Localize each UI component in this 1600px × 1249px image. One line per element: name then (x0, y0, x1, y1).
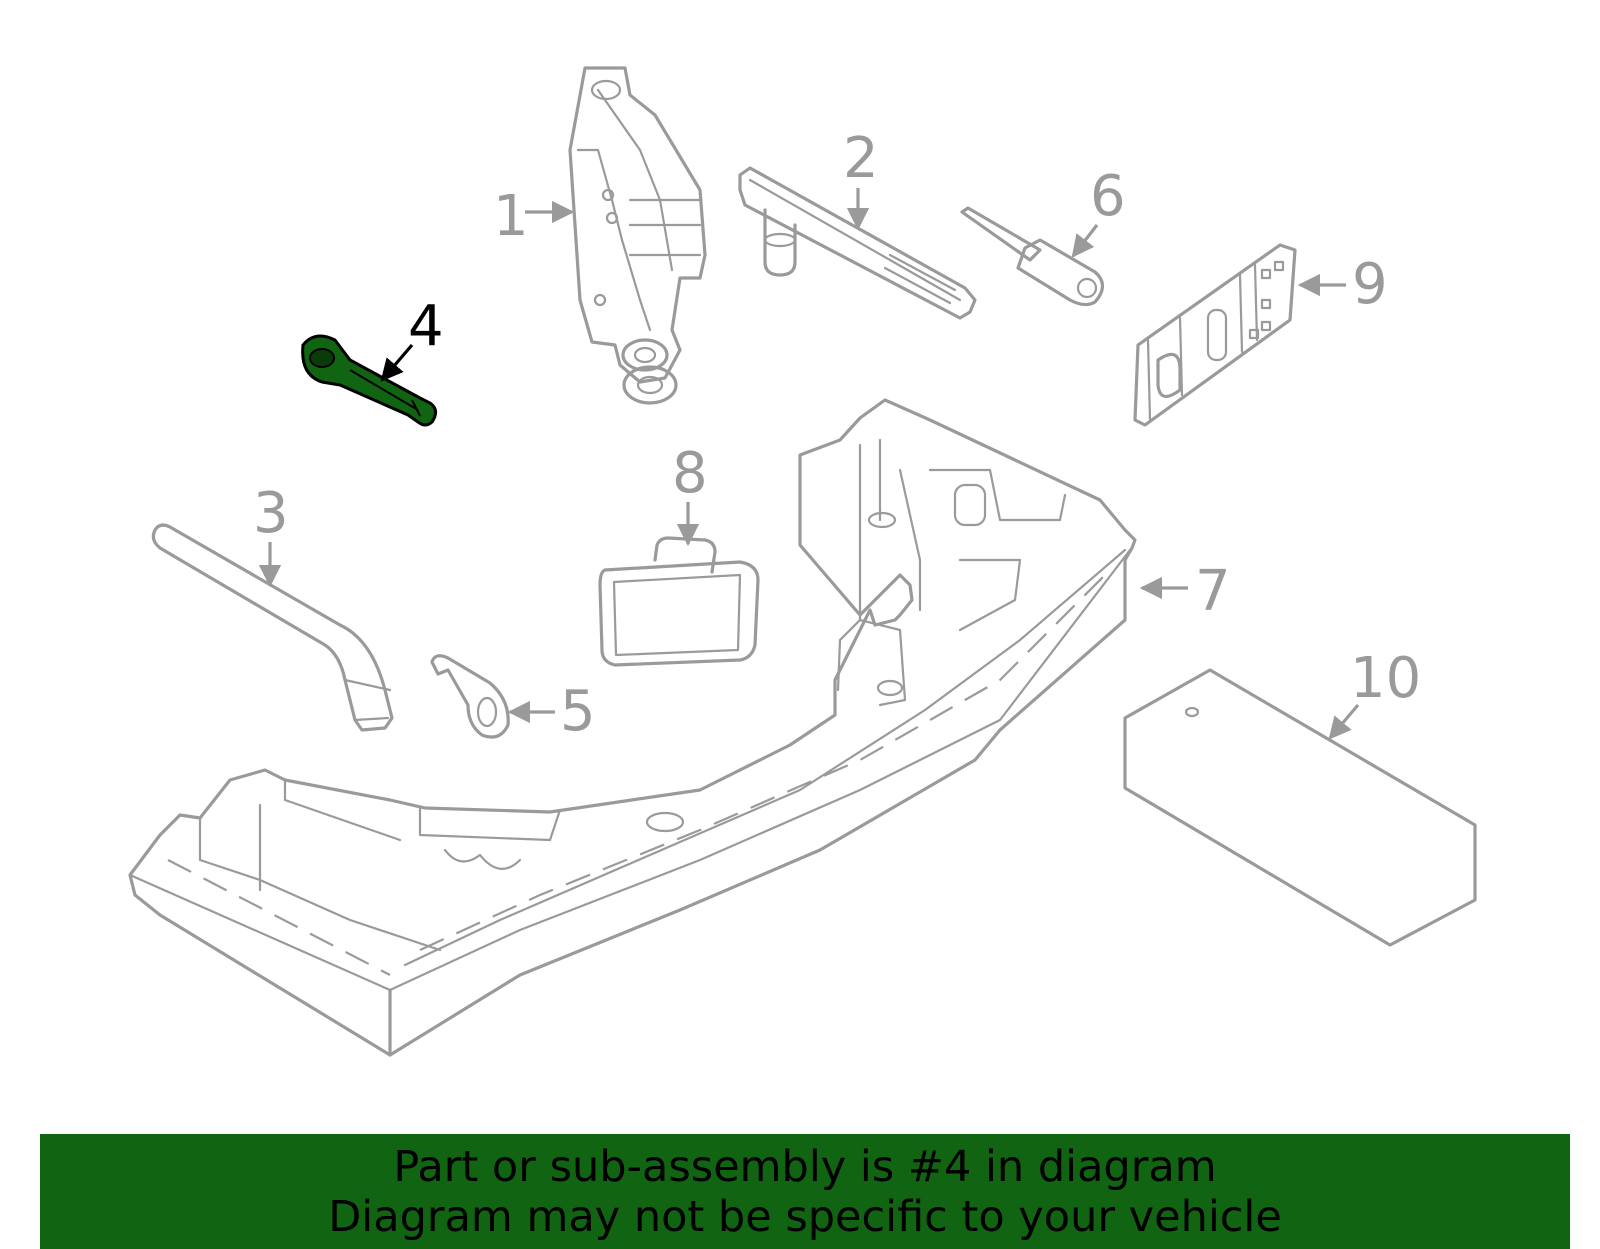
callout-3: 3 (253, 481, 289, 588)
part-9-plate[interactable] (1133, 243, 1297, 427)
part-3-bent-bar[interactable] (151, 523, 394, 732)
svg-text:2: 2 (843, 126, 879, 191)
callout-2: 2 (843, 126, 879, 231)
part-8-case[interactable] (598, 536, 760, 667)
svg-text:8: 8 (672, 441, 708, 506)
part-1-jack[interactable] (568, 66, 707, 405)
callout-8: 8 (672, 441, 708, 547)
svg-text:5: 5 (560, 679, 596, 744)
svg-text:6: 6 (1090, 164, 1126, 229)
svg-text:10: 10 (1350, 646, 1421, 711)
svg-text:9: 9 (1352, 252, 1388, 317)
part-4-highlighted-wrench[interactable] (301, 334, 437, 427)
callout-5: 5 (507, 679, 596, 744)
banner-line-2: Diagram may not be specific to your vehi… (328, 1191, 1282, 1242)
part-6-tool[interactable] (960, 206, 1105, 307)
part-10-mat[interactable] (1123, 668, 1477, 947)
svg-text:7: 7 (1195, 559, 1231, 624)
svg-text:4: 4 (408, 294, 444, 359)
part-2-wrench-handle[interactable] (738, 166, 977, 320)
callout-10: 10 (1328, 646, 1421, 740)
parts-diagram: 1 2 3 4 5 6 7 8 9 10 (128, 66, 1477, 1057)
svg-text:1: 1 (493, 184, 529, 249)
banner-line-1: Part or sub-assembly is #4 in diagram (393, 1141, 1217, 1192)
info-banner: Part or sub-assembly is #4 in diagram Di… (40, 1134, 1570, 1249)
part-5-clip[interactable] (430, 654, 510, 739)
callout-9: 9 (1297, 252, 1388, 317)
callout-4: 4 (380, 294, 444, 382)
callout-7: 7 (1139, 559, 1231, 624)
part-7-tray[interactable] (128, 398, 1137, 1057)
svg-text:3: 3 (253, 481, 289, 546)
callout-1: 1 (493, 184, 575, 249)
callout-6: 6 (1071, 164, 1126, 258)
